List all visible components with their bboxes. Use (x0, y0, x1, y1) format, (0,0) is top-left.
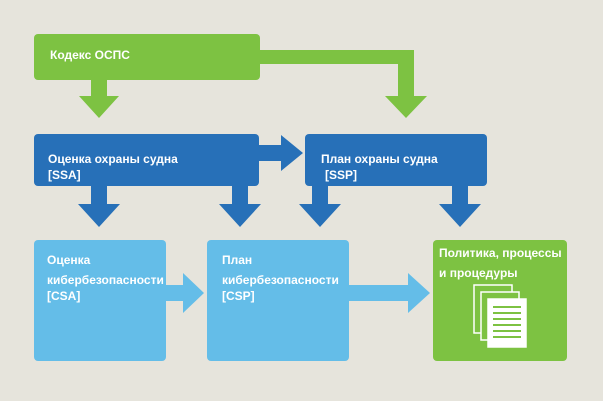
box-ssa-code: [SSA] (48, 168, 81, 182)
box-ssa-title: Оценка охраны судна (48, 152, 178, 166)
arrow-code-to-ssp (260, 50, 427, 118)
box-policies-line1: Политика, процессы (439, 246, 562, 260)
box-csp-title-line2: кибербезопасности (222, 273, 339, 287)
box-ssp-code: [SSP] (325, 168, 358, 182)
arrow-ssa-to-ssp (259, 135, 303, 171)
arrow-csp-to-policies (349, 273, 430, 313)
box-csa: Оценка кибербезопасности [CSA] (34, 240, 166, 361)
box-csp-title-line1: План (222, 253, 253, 267)
arrow-ssa-to-csa (78, 186, 120, 227)
box-ssp: План охраны судна [SSP] (305, 134, 487, 186)
arrow-ssp-to-policies (439, 186, 481, 227)
box-csp-code: [CSP] (222, 289, 255, 303)
box-csa-title-line2: кибербезопасности (47, 273, 164, 287)
box-csa-code: [CSA] (47, 289, 81, 303)
box-policies-line2: и процедуры (439, 266, 518, 280)
box-ssa: Оценка охраны судна [SSA] (34, 134, 259, 186)
arrow-csa-to-csp (166, 273, 204, 313)
arrow-code-to-ssa (79, 80, 119, 118)
documents-icon (473, 284, 527, 348)
box-ops-code: Кодекс ОСПС (34, 34, 260, 80)
arrow-ssa-to-csp (219, 186, 261, 227)
box-ops-code-label: Кодекс ОСПС (50, 48, 130, 62)
box-csa-title-line1: Оценка (47, 253, 91, 267)
box-policies: Политика, процессы и процедуры (433, 240, 567, 361)
box-csp: План кибербезопасности [CSP] (207, 240, 349, 361)
arrow-ssp-to-csp (299, 186, 341, 227)
box-ssp-title: План охраны судна (321, 152, 438, 166)
